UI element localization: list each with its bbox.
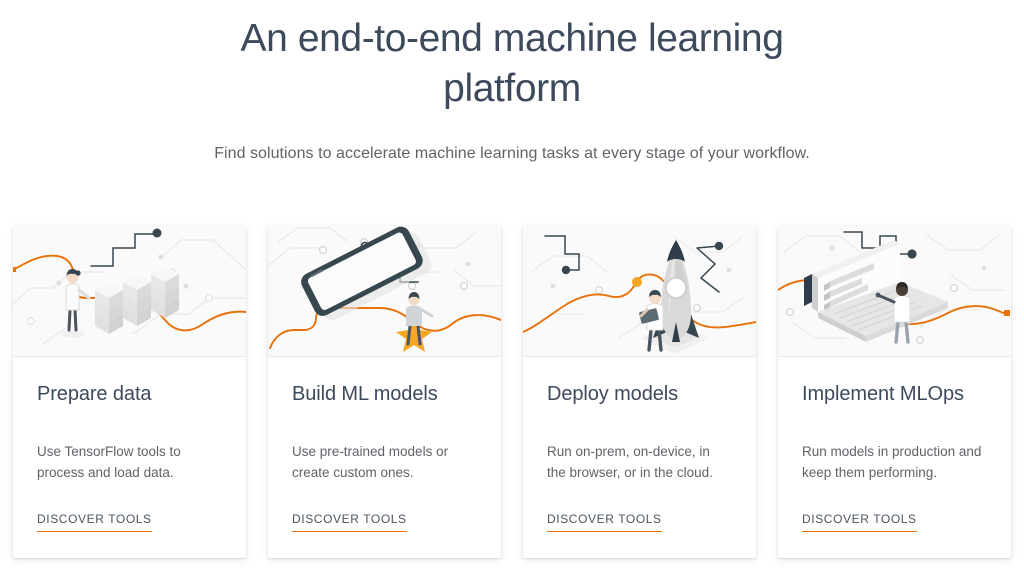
laptop-dashboard-illustration (778, 226, 1011, 357)
card-description: Run models in production and keep them p… (802, 444, 982, 480)
card-implement-mlops[interactable]: Implement MLOps Run models in production… (778, 226, 1011, 558)
card-description: Use TensorFlow tools to process and load… (37, 444, 181, 480)
card-title: Prepare data (37, 383, 152, 405)
card-body: Build ML models Use pre-trained models o… (268, 357, 501, 558)
page-subtitle: Find solutions to accelerate machine lea… (214, 145, 810, 162)
card-description: Run on-prem, on-device, in the browser, … (547, 444, 713, 480)
card-build-ml-models[interactable]: Build ML models Use pre-trained models o… (268, 226, 501, 558)
card-title: Implement MLOps (802, 383, 964, 405)
hero-section: An end-to-end machine learning platform … (0, 0, 1024, 166)
discover-tools-link[interactable]: DISCOVER TOOLS (292, 511, 407, 532)
solution-card-grid: Prepare data Use TensorFlow tools to pro… (13, 226, 1011, 558)
page-title: An end-to-end machine learning platform (240, 17, 784, 110)
card-title: Deploy models (547, 383, 678, 405)
discover-tools-link[interactable]: DISCOVER TOOLS (37, 511, 152, 532)
card-title: Build ML models (292, 383, 438, 405)
discover-tools-link[interactable]: DISCOVER TOOLS (547, 511, 662, 532)
data-cubes-illustration (13, 226, 246, 357)
card-prepare-data[interactable]: Prepare data Use TensorFlow tools to pro… (13, 226, 246, 558)
mobile-device-illustration (268, 226, 501, 357)
card-description: Use pre-trained models or create custom … (292, 444, 449, 480)
card-body: Prepare data Use TensorFlow tools to pro… (13, 357, 246, 558)
rocket-launch-illustration (523, 226, 756, 357)
card-body: Implement MLOps Run models in production… (778, 357, 1011, 558)
card-deploy-models[interactable]: Deploy models Run on-prem, on-device, in… (523, 226, 756, 558)
discover-tools-link[interactable]: DISCOVER TOOLS (802, 511, 917, 532)
card-body: Deploy models Run on-prem, on-device, in… (523, 357, 756, 558)
